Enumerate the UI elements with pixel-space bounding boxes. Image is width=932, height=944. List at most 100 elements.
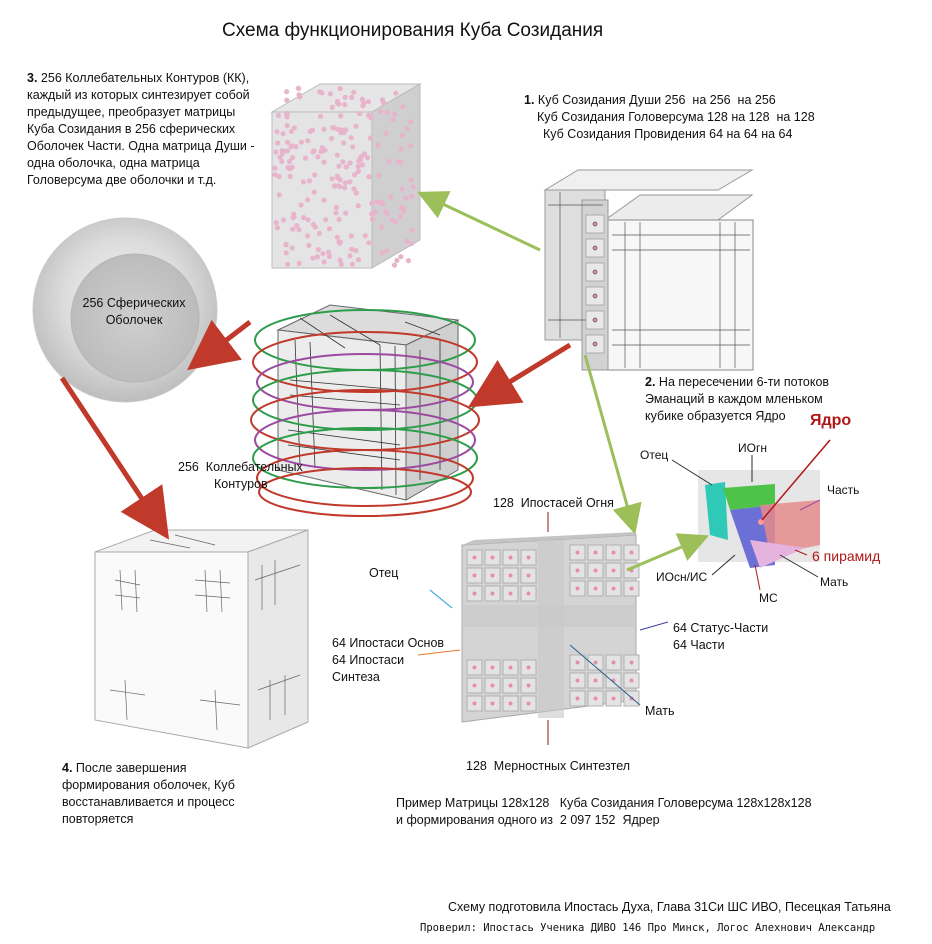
cube-dot: [353, 123, 359, 129]
cube-dot: [285, 148, 291, 154]
matrix-right-1: 64 Статус-Части: [673, 621, 769, 635]
cube-dot: [333, 210, 339, 216]
core-chast-label: Часть: [827, 483, 860, 497]
cell-core: [508, 555, 513, 560]
cube-dot: [399, 186, 405, 192]
cube-dot: [379, 250, 385, 256]
cube-dot: [376, 173, 382, 179]
cell-core: [611, 696, 616, 701]
cube-dot: [306, 242, 312, 248]
cell-core: [593, 568, 598, 573]
cell-core: [472, 573, 477, 578]
credit-prepared: Схему подготовила Ипостась Духа, Глава 3…: [448, 900, 891, 914]
sectioned-cube: [543, 169, 754, 371]
cube-dot: [355, 203, 361, 209]
cube-dot: [408, 241, 414, 247]
core-iogn-label: ИОгн: [738, 441, 767, 455]
cube-dot: [349, 261, 355, 267]
step2-line2: Эманаций в каждом мленьком: [645, 392, 823, 406]
grid-line: [289, 394, 401, 406]
cube-dot: [284, 122, 290, 129]
cube-dot: [347, 179, 353, 185]
credit-checked: Проверил: Ипостась Ученика ДИВО 146 Про …: [420, 922, 875, 934]
cube-dot: [347, 253, 353, 259]
cube-dot: [337, 239, 343, 245]
cube-dot: [321, 259, 327, 265]
cube-dot: [359, 162, 365, 168]
contours-label-1: 256 Коллебательных: [178, 460, 303, 474]
cube-dot: [283, 242, 289, 248]
cell-core: [593, 678, 598, 683]
cube-dot: [321, 197, 327, 203]
cube-dot: [311, 148, 317, 154]
cube-dot: [369, 211, 375, 217]
cell-core: [575, 660, 580, 665]
cell-core: [575, 696, 580, 701]
cube-dot: [332, 125, 338, 131]
cube-dot: [350, 144, 356, 150]
cube-dot: [301, 215, 307, 221]
cube-dot: [284, 139, 291, 145]
step2-line1-text: На пересечении 6-ти потоков: [658, 375, 830, 389]
cube-dot: [284, 89, 290, 95]
cell-core: [472, 701, 477, 706]
cube-dot: [355, 257, 362, 263]
cube-dot: [274, 225, 280, 231]
grid-line: [257, 674, 301, 691]
cell-core: [508, 701, 513, 706]
cell-core: [593, 586, 598, 591]
cube-dot: [395, 159, 401, 165]
cube-dot: [277, 154, 283, 160]
grid-line: [149, 539, 191, 549]
cube-dot: [281, 217, 287, 223]
core-mat-label: Мать: [820, 575, 849, 589]
cube-dot: [296, 260, 302, 266]
grid-line: [289, 379, 401, 391]
cell-core: [526, 573, 531, 578]
cell-core: [592, 269, 598, 275]
matrix-slab: [461, 532, 640, 723]
cube-dot: [326, 249, 332, 255]
grid-line: [287, 444, 401, 461]
cell-core: [611, 586, 616, 591]
step1-line3: Куб Созидания Провидения 64 на 64 на 64: [543, 127, 793, 141]
cube-dot: [280, 131, 286, 137]
cell-core: [629, 678, 634, 683]
cube-dot: [342, 180, 349, 186]
step2-number: 2.: [645, 375, 656, 389]
cube-dot: [378, 199, 384, 205]
matrix-bottom-label: 128 Мерностных Синтезтел: [466, 759, 631, 773]
cube-dot: [306, 178, 313, 184]
cube-dot: [336, 163, 342, 169]
cube-dot: [275, 112, 282, 119]
cube-dot: [320, 251, 326, 257]
cube-dot: [379, 224, 385, 230]
matrix-otec-label: Отец: [369, 566, 399, 580]
cube-dot: [366, 174, 372, 180]
cube-dot: [388, 194, 394, 200]
cube-dot: [365, 99, 371, 105]
cube-dot: [409, 227, 415, 233]
cube-dot: [377, 108, 384, 115]
cube-dot: [334, 173, 340, 179]
cell-core: [490, 683, 495, 688]
cube-dot: [273, 220, 279, 226]
step2-line1: 2. На пересечении 6-ти потоков: [645, 374, 829, 391]
cube-dot: [305, 197, 311, 203]
grid-line: [214, 689, 218, 731]
cube-dot: [316, 230, 322, 236]
cube-dot: [272, 165, 278, 171]
cube-dot: [337, 86, 343, 92]
cube-dot: [408, 143, 414, 149]
cell-core: [575, 678, 580, 683]
cell-core: [593, 660, 598, 665]
step3-text: 3. 256 Коллебательных Контуров (КК), каж…: [27, 70, 259, 189]
sphere-label: 256 Сферических Оболочек: [82, 296, 186, 327]
cube-dot: [390, 117, 396, 123]
cube-dot: [288, 143, 294, 149]
cube-dot: [307, 128, 313, 134]
step1-number: 1.: [524, 93, 535, 107]
step4-number: 4.: [62, 761, 73, 775]
step1-line1: 1. Куб Созидания Души 256 на 256 на 256: [524, 92, 776, 109]
cube-dot: [305, 217, 311, 223]
